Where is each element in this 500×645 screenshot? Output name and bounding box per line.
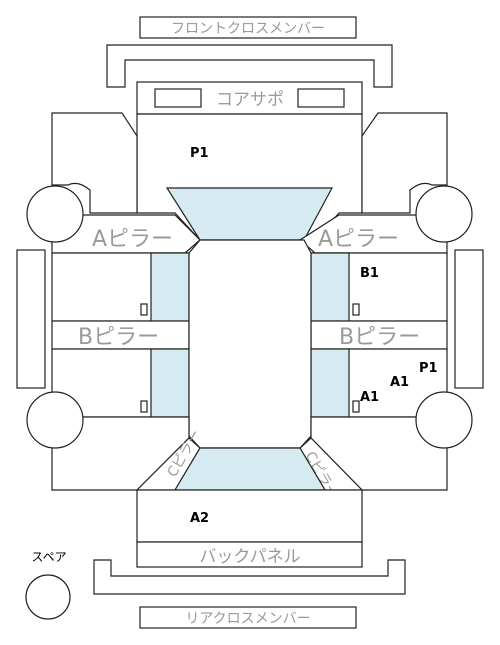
left-a-pillar bbox=[51, 214, 201, 254]
right-rear-door-handle bbox=[352, 400, 360, 413]
mark-a1-lower: A1 bbox=[360, 390, 379, 405]
left-rear-door-handle bbox=[140, 400, 148, 413]
right-b-pillar-label: Bピラー bbox=[339, 325, 420, 350]
back-panel-label: バックパネル bbox=[199, 547, 300, 567]
roof bbox=[188, 239, 312, 449]
left-front-window bbox=[150, 252, 190, 322]
right-front-fender bbox=[361, 112, 448, 214]
left-front-door-handle bbox=[140, 303, 148, 316]
left-side-skirt bbox=[16, 249, 46, 389]
right-side-skirt bbox=[454, 249, 484, 389]
spare-label: スペア bbox=[31, 550, 66, 564]
mark-p1-front: P1 bbox=[190, 146, 209, 161]
left-rear-window bbox=[150, 348, 190, 418]
left-b-pillar-label: Bピラー bbox=[78, 325, 159, 350]
front-left-wheel bbox=[26, 185, 84, 243]
right-rear-window bbox=[310, 348, 350, 418]
trunk-lid bbox=[136, 489, 363, 543]
front-right-wheel bbox=[415, 185, 473, 243]
right-front-window bbox=[310, 252, 350, 322]
front-cross-member-bracket bbox=[106, 44, 393, 88]
right-front-door-handle bbox=[352, 303, 360, 316]
rear-right-wheel bbox=[415, 391, 473, 449]
mark-p1-right: P1 bbox=[419, 361, 438, 376]
core-support-left-slot bbox=[154, 88, 202, 108]
rear-cross-member-label: リアクロスメンバー bbox=[185, 611, 310, 627]
back-panel bbox=[136, 541, 363, 568]
spare-tire bbox=[25, 574, 71, 620]
mark-a1-upper: A1 bbox=[390, 375, 409, 390]
front-cross-member-label: フロントクロスメンバー bbox=[171, 21, 325, 37]
left-front-fender bbox=[51, 112, 138, 214]
left-a-pillar-label: Aピラー bbox=[92, 227, 173, 252]
rear-cross-member-bracket bbox=[93, 559, 406, 595]
mark-b1: B1 bbox=[360, 266, 379, 281]
right-a-pillar-label: Aピラー bbox=[318, 227, 399, 252]
rear-left-wheel bbox=[26, 391, 84, 449]
mark-a2: A2 bbox=[190, 511, 209, 526]
core-support-label: コアサポ bbox=[216, 90, 284, 110]
rear-window bbox=[173, 447, 327, 491]
core-support-right-slot bbox=[297, 88, 345, 108]
rear-cross-member-box bbox=[139, 606, 357, 629]
front-cross-member-box bbox=[139, 16, 357, 39]
